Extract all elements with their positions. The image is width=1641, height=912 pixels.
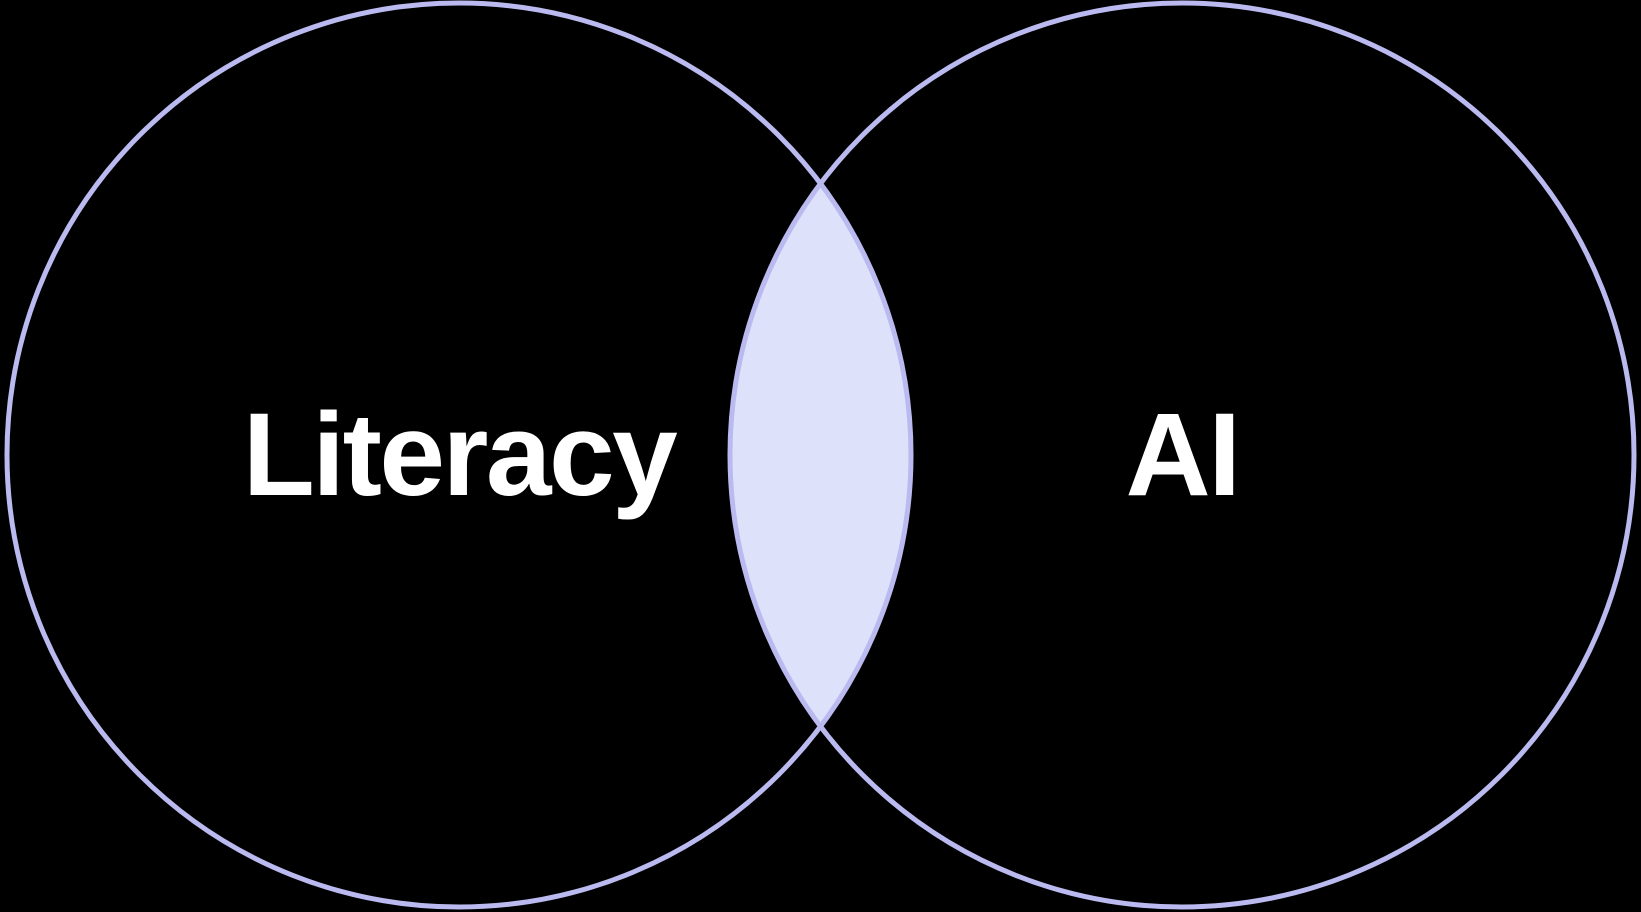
literacy-circle [4, 0, 914, 910]
ai-label: AI [1126, 389, 1239, 521]
intersection-region [730, 184, 911, 726]
literacy-label: Literacy [243, 389, 677, 521]
ai-circle [727, 0, 1637, 910]
